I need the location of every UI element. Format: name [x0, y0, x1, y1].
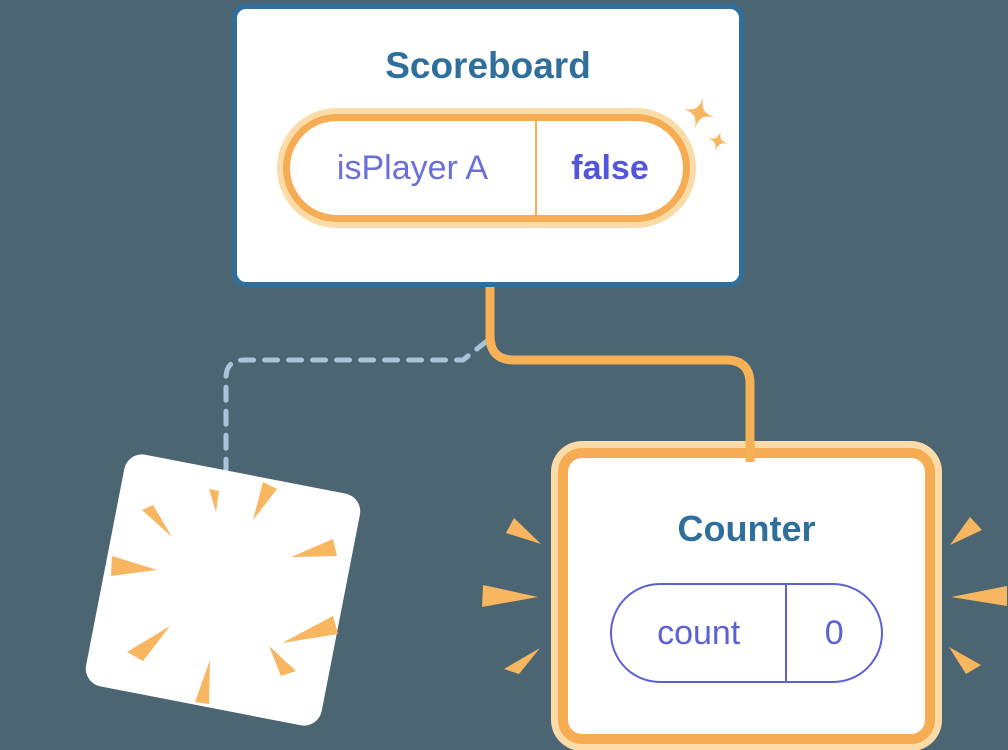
destroyed-component-card: [85, 454, 361, 726]
explosion-ray-icon: [291, 539, 337, 557]
explosion-ray-icon: [111, 556, 157, 576]
pill-divider: [785, 585, 788, 681]
burst-icon: [504, 648, 540, 674]
state-value: false: [571, 148, 649, 187]
burst-icon: [949, 647, 981, 674]
explosion-ray-icon: [195, 660, 210, 704]
explosion-ray-icon: [269, 646, 296, 676]
scoreboard-component: Scoreboard isPlayer A false: [232, 4, 744, 287]
explosion-ray-icon: [142, 505, 172, 537]
burst-icon: [506, 518, 541, 544]
sparkles: [683, 97, 729, 152]
explosion-ray-icon: [127, 626, 170, 661]
dashed-connector-line: [223, 338, 490, 473]
explosion-ray-icon: [253, 482, 277, 520]
state-label: isPlayer A: [336, 148, 489, 187]
pill-divider: [535, 121, 537, 215]
component-title: Counter: [677, 508, 816, 549]
burst-icon: [950, 517, 982, 545]
explosion-ray-icon: [282, 616, 338, 643]
burst-icon: [482, 585, 538, 607]
burst-icon: [951, 586, 1007, 606]
component-title: Scoreboard: [385, 45, 591, 86]
explosion-ray-icon: [209, 489, 219, 512]
sparkle-icon: [683, 97, 715, 129]
state-value: 0: [824, 613, 844, 652]
counter-state-pill: count 0: [610, 583, 883, 683]
explosion-rays: [111, 482, 338, 704]
solid-connector-line: [485, 283, 755, 462]
counter-component: Counter count 0: [558, 448, 935, 744]
counter-bursts: [482, 517, 1007, 674]
explosion-icon: [85, 454, 361, 726]
scoreboard-state-pill: isPlayer A false: [283, 114, 690, 222]
state-label: count: [657, 613, 741, 652]
sparkle-icon: [707, 130, 729, 152]
